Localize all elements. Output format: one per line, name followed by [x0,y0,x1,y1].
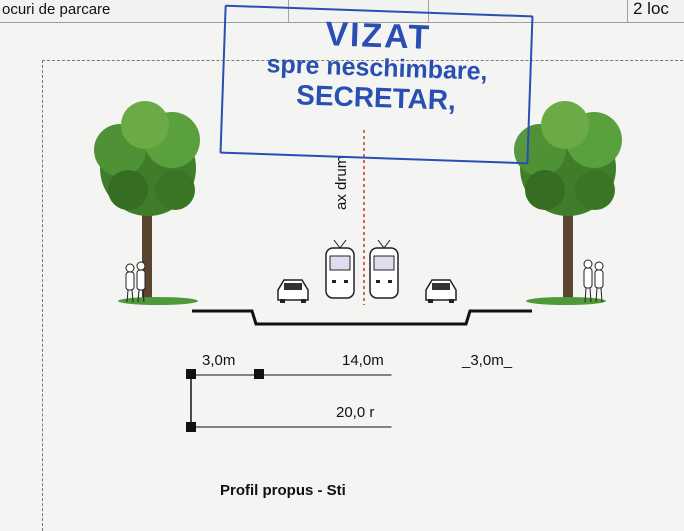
total-width: 20,0 r [336,404,375,421]
approval-stamp: VIZAT spre neschimbare, SECRETAR, [219,4,534,165]
parking-label: ocuri de parcare [2,1,111,18]
road-axis-text: ax drum [333,155,350,210]
right-sidewalk-width: _3,0m_ [462,352,513,369]
parking-value: 2 loc [633,0,669,18]
dimension-marker [254,369,264,379]
tree-icon [94,101,200,300]
drawing-frame [42,60,684,531]
table-divider [288,0,289,22]
grass-strip [118,297,198,305]
car-icon [277,279,309,303]
left-sidewalk-width: 3,0m [202,352,236,369]
ground-profile [192,309,532,326]
road-axis-label: ax drum [333,148,355,218]
tree-icon [514,101,622,300]
profile-caption: Profil propus - Sti [220,482,346,499]
pedestrian-icon [125,261,146,303]
grass-strip [526,297,606,305]
tram-icon [325,239,355,299]
car-icon [425,279,457,303]
pedestrian-icon [583,259,604,303]
tram-icon [369,239,399,299]
dimension-marker [186,422,196,432]
table-divider [428,0,429,22]
parking-table-row [0,0,684,23]
dimension-marker [186,369,196,379]
table-divider [627,0,628,22]
roadway-width: 14,0m [342,352,384,369]
street-cross-section [94,101,622,432]
